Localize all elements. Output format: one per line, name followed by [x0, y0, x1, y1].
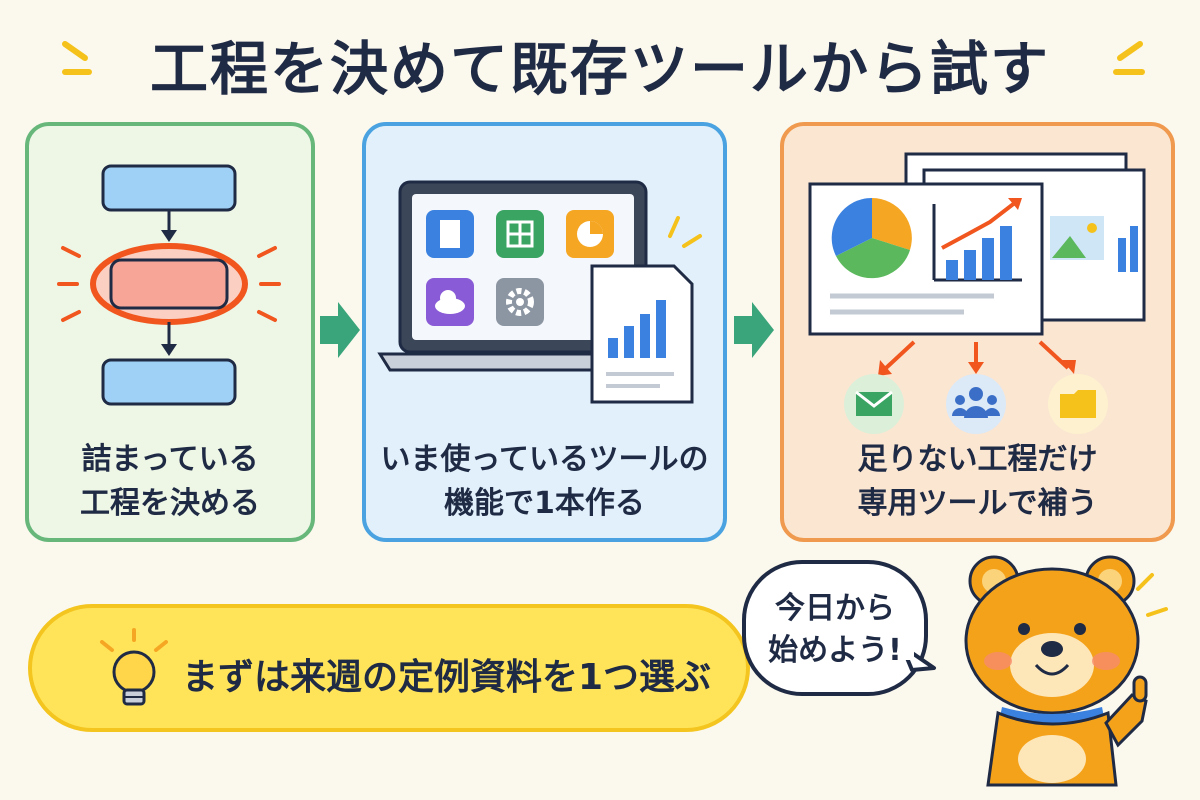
speech-bubble-tail [900, 640, 936, 672]
gear-icon [496, 278, 544, 326]
tip-banner: まずは来週の定例資料を1つ選ぶ [28, 604, 750, 732]
page-title: 工程を決めて既存ツールから試す [149, 35, 1050, 103]
step-2-line-1: いま使っているツールの [380, 442, 709, 477]
bear-mascot-icon [964, 555, 1168, 787]
title-sparkle-right [1113, 41, 1145, 75]
step-1-panel: 詰まっている 工程を決める [25, 122, 315, 542]
step-3-panel: 足りない工程だけ 専用ツールで補う [780, 122, 1175, 542]
flowchart-icon [57, 164, 281, 406]
slides-icon [808, 152, 1146, 434]
step-2-panel: いま使っているツールの 機能で1本作る [362, 122, 727, 542]
document-icon [426, 210, 474, 258]
cloud-icon [426, 278, 474, 326]
laptop-icon [377, 180, 702, 404]
speech-bubble: 今日から 始めよう! [742, 560, 928, 696]
step-3-line-1: 足りない工程だけ [857, 442, 1098, 477]
lightbulb-icon [100, 628, 168, 706]
trend-chart-icon [932, 198, 1022, 282]
step-2-caption: いま使っているツールの 機能で1本作る [366, 438, 723, 526]
step-1-line-2: 工程を決める [80, 486, 260, 521]
tip-text: まずは来週の定例資料を1つ選ぶ [182, 657, 712, 698]
speech-line-2: 始めよう! [768, 633, 902, 668]
arrow-right-icon [734, 302, 774, 358]
step-3-line-2: 専用ツールで補う [857, 486, 1098, 521]
step-1-caption: 詰まっている 工程を決める [29, 438, 311, 526]
step-2-line-2: 機能で1本作る [444, 486, 645, 521]
title-sparkle-left [62, 41, 92, 75]
team-icon [946, 374, 1006, 434]
pie-chart-icon [566, 210, 614, 258]
pie-chart-icon [831, 197, 912, 279]
report-document-icon [590, 264, 694, 404]
mail-icon [844, 374, 904, 434]
step-3-caption: 足りない工程だけ 専用ツールで補う [784, 438, 1171, 526]
speech-line-1: 今日から [775, 591, 895, 626]
arrow-right-icon [320, 302, 360, 358]
folder-icon [1048, 374, 1108, 434]
spreadsheet-icon [496, 210, 544, 258]
step-1-line-1: 詰まっている [81, 442, 259, 477]
speech-text: 今日から 始めよう! [746, 588, 924, 672]
image-icon [1050, 216, 1104, 260]
